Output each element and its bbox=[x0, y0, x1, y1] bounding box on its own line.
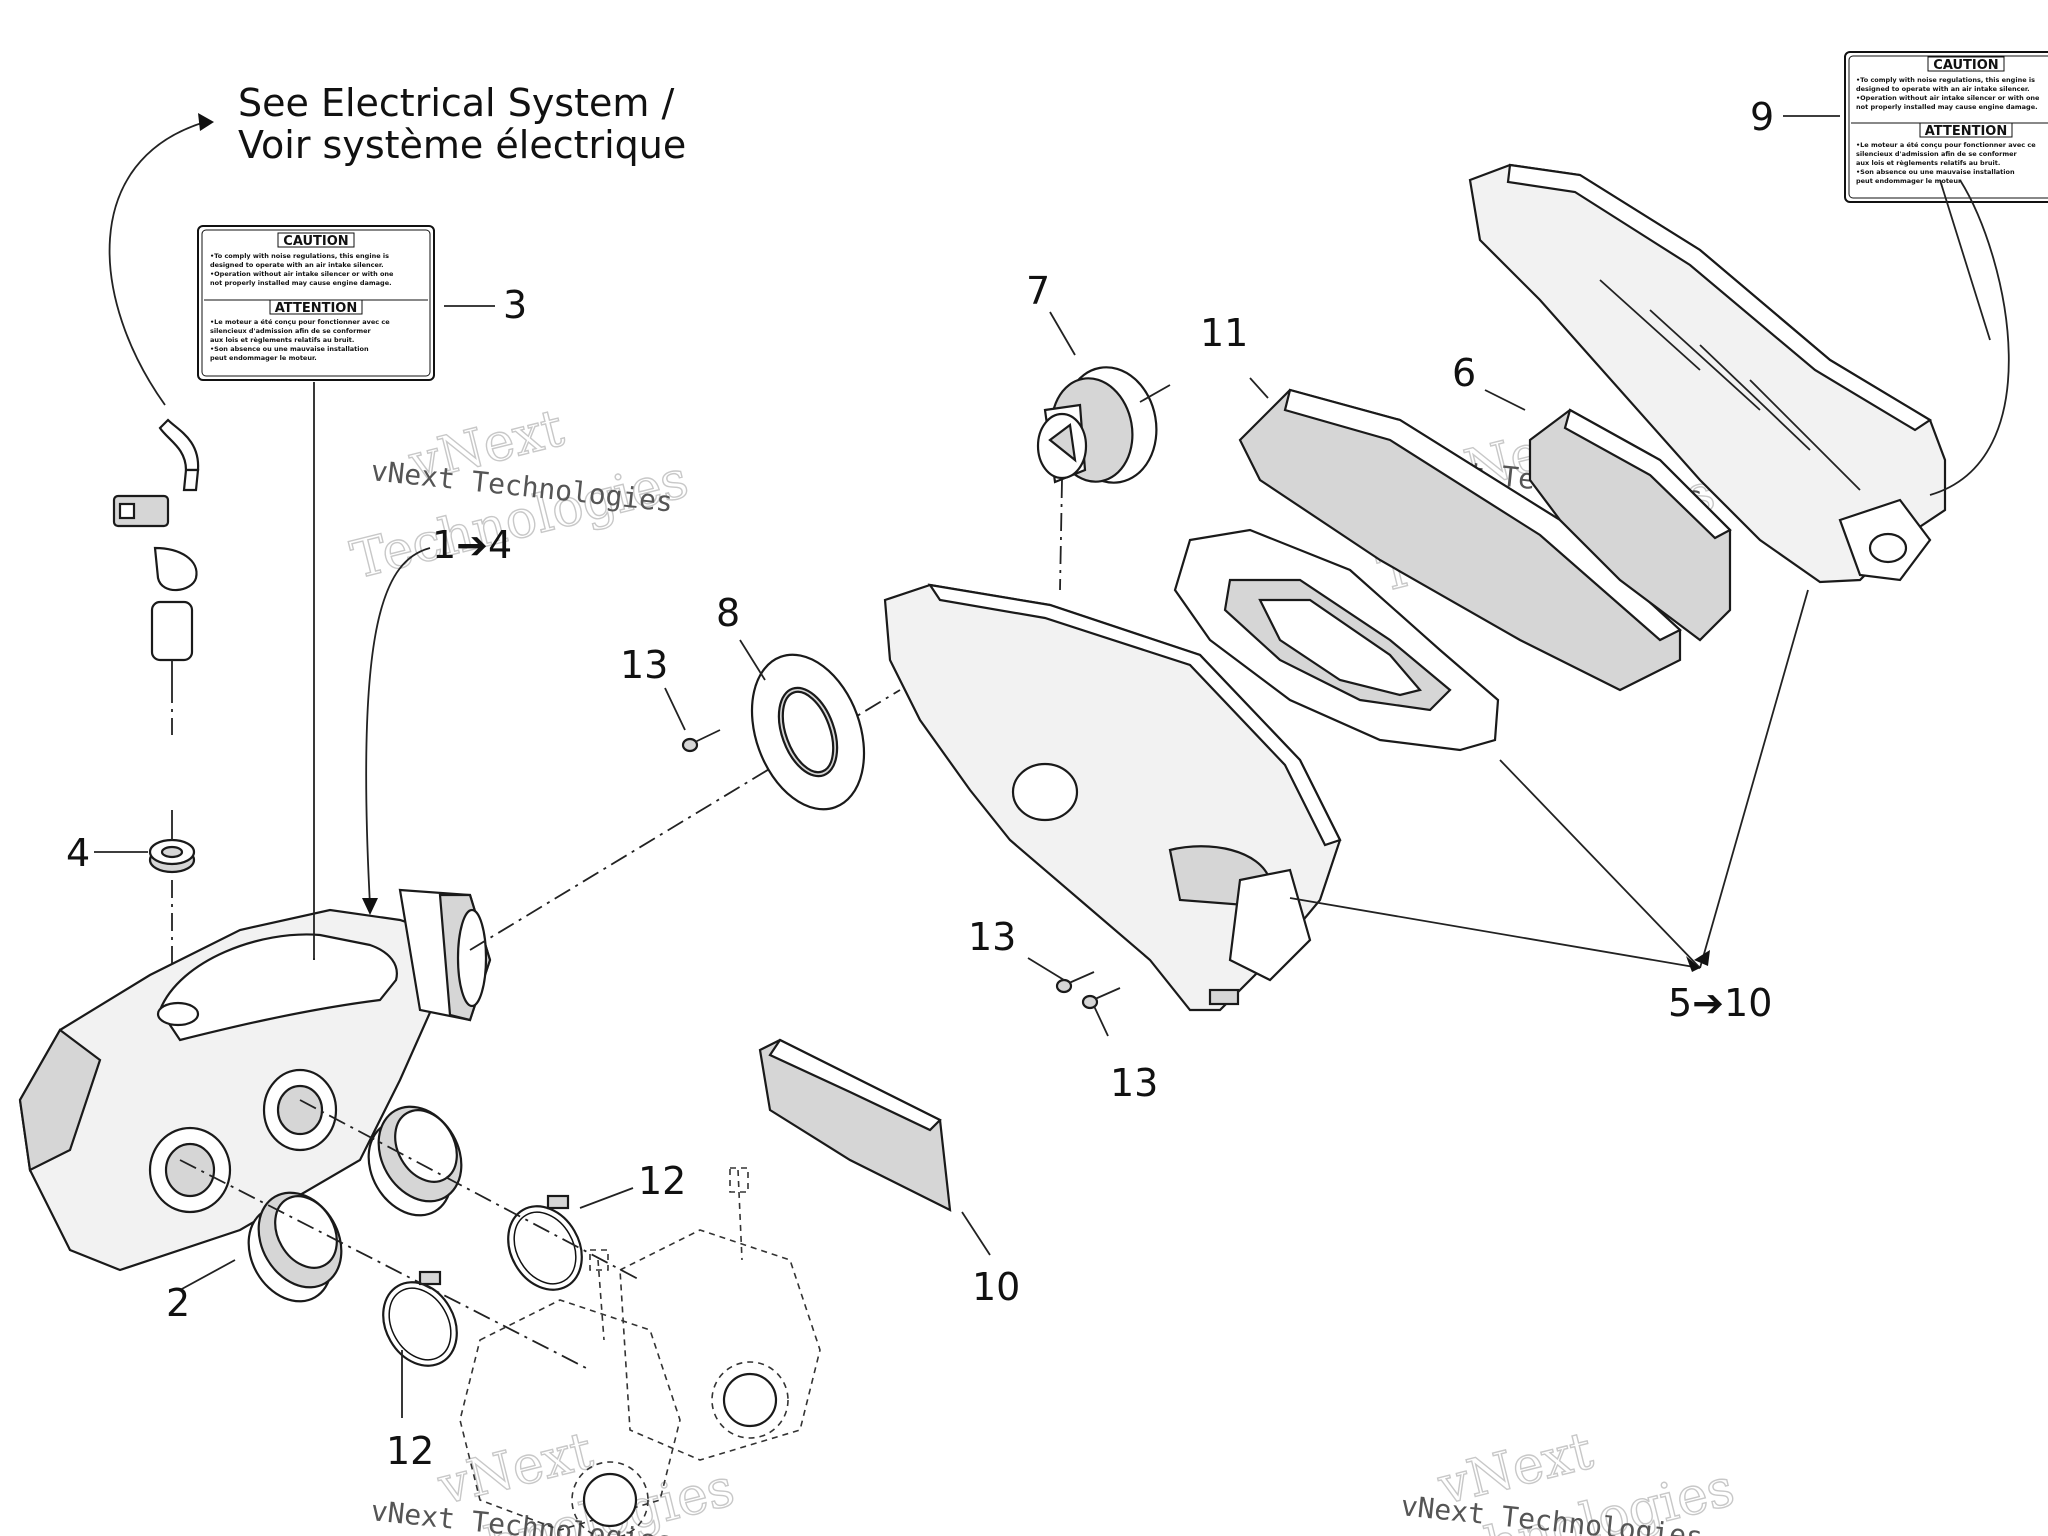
callout-5-to-10: 5➔10 bbox=[1668, 981, 1772, 1025]
svg-text:•Son absence ou une mauvaise i: •Son absence ou une mauvaise installatio… bbox=[210, 345, 369, 353]
svg-text:not properly installed may cau: not properly installed may cause engine … bbox=[210, 279, 392, 287]
seal-ring bbox=[750, 653, 866, 811]
svg-text:designed to operate with an ai: designed to operate with an air intake s… bbox=[210, 261, 384, 269]
svg-text:silencieux d'admission afin de: silencieux d'admission afin de se confor… bbox=[1856, 150, 2018, 158]
callout-1-to-4: 1➔4 bbox=[432, 523, 512, 567]
callout-2: 2 bbox=[166, 1281, 190, 1325]
note-leader-line bbox=[108, 121, 206, 406]
connector-sleeve-upper bbox=[367, 1105, 463, 1217]
caution-heading: CAUTION bbox=[1933, 58, 1998, 73]
svg-text:designed to operate with an ai: designed to operate with an air intake s… bbox=[1856, 85, 2030, 93]
note-line-1: See Electrical System / bbox=[238, 81, 674, 125]
callout-7: 7 bbox=[1026, 269, 1050, 313]
leader-lines bbox=[94, 115, 2010, 1418]
sensor-assembly bbox=[112, 418, 200, 735]
caution-heading: CAUTION bbox=[283, 234, 348, 249]
svg-text:•Le moteur a été conçu pour fo: •Le moteur a été conçu pour fonctionner … bbox=[210, 318, 390, 326]
callout-6: 6 bbox=[1452, 351, 1476, 395]
svg-text:aux lois et règlements relatif: aux lois et règlements relatifs au bruit… bbox=[1856, 159, 2000, 167]
caution-label-left: CAUTION •To comply with noise regulation… bbox=[197, 225, 435, 381]
filter-frame bbox=[1173, 528, 1500, 752]
filter-strip bbox=[1528, 408, 1732, 642]
attention-heading: ATTENTION bbox=[1925, 124, 2007, 139]
callout-10: 10 bbox=[972, 1265, 1020, 1309]
air-silencer-body bbox=[18, 888, 492, 1272]
assembly-line bbox=[179, 1159, 591, 1371]
callout-13-lower: 13 bbox=[1110, 1061, 1158, 1105]
attention-heading: ATTENTION bbox=[275, 301, 357, 316]
screw-upper bbox=[681, 729, 721, 753]
arrow-head-icon bbox=[198, 113, 214, 131]
callout-8: 8 bbox=[716, 591, 740, 635]
svg-text:silencieux d'admission afin de: silencieux d'admission afin de se confor… bbox=[210, 327, 372, 335]
note-line-2: Voir système électrique bbox=[238, 123, 686, 167]
assembly-line bbox=[469, 689, 901, 951]
callout-13-middle: 13 bbox=[968, 915, 1016, 959]
svg-text:•Son absence ou une mauvaise i: •Son absence ou une mauvaise installatio… bbox=[1856, 168, 2015, 176]
foam-filter bbox=[1238, 388, 1682, 692]
svg-text:not properly installed may cau: not properly installed may cause engine … bbox=[1856, 103, 2038, 111]
svg-text:peut endommager le moteur.: peut endommager le moteur. bbox=[210, 354, 317, 362]
foam-pad bbox=[758, 1038, 952, 1212]
connector-sleeve-lower bbox=[247, 1191, 343, 1303]
carburetor-ghost bbox=[459, 1167, 821, 1536]
callout-11: 11 bbox=[1200, 311, 1248, 355]
svg-text:•Le moteur a été conçu pour fo: •Le moteur a été conçu pour fonctionner … bbox=[1856, 141, 2036, 149]
svg-text:•To comply with noise regulati: •To comply with noise regulations, this … bbox=[1856, 76, 2035, 84]
lower-housing bbox=[883, 583, 1342, 1012]
assembly-line bbox=[1059, 479, 1063, 591]
callout-3: 3 bbox=[503, 283, 527, 327]
screw-lower-a bbox=[1055, 971, 1095, 994]
callout-9: 9 bbox=[1750, 95, 1774, 139]
hose-clamp-lower bbox=[382, 1270, 458, 1367]
screw-lower-b bbox=[1081, 987, 1121, 1010]
hose-clamp-upper bbox=[507, 1194, 583, 1291]
svg-text:•Operation without air intake: •Operation without air intake silencer o… bbox=[210, 270, 394, 278]
svg-text:aux lois et règlements relatif: aux lois et règlements relatifs au bruit… bbox=[210, 336, 354, 344]
svg-text:•To comply with noise regulati: •To comply with noise regulations, this … bbox=[210, 252, 389, 260]
assembly-line bbox=[299, 1099, 641, 1281]
svg-text:peut endommager le moteur.: peut endommager le moteur. bbox=[1856, 177, 1963, 185]
upper-cover bbox=[1468, 163, 1947, 584]
caution-label-right: CAUTION •To comply with noise regulation… bbox=[1844, 51, 2048, 203]
svg-text:•Operation without air intake: •Operation without air intake silencer o… bbox=[1856, 94, 2040, 102]
intake-adapter bbox=[1036, 366, 1171, 484]
callout-12-upper: 12 bbox=[638, 1159, 686, 1203]
callout-4: 4 bbox=[66, 831, 90, 875]
callout-12-lower: 12 bbox=[386, 1429, 434, 1473]
callout-13-upper: 13 bbox=[620, 643, 668, 687]
